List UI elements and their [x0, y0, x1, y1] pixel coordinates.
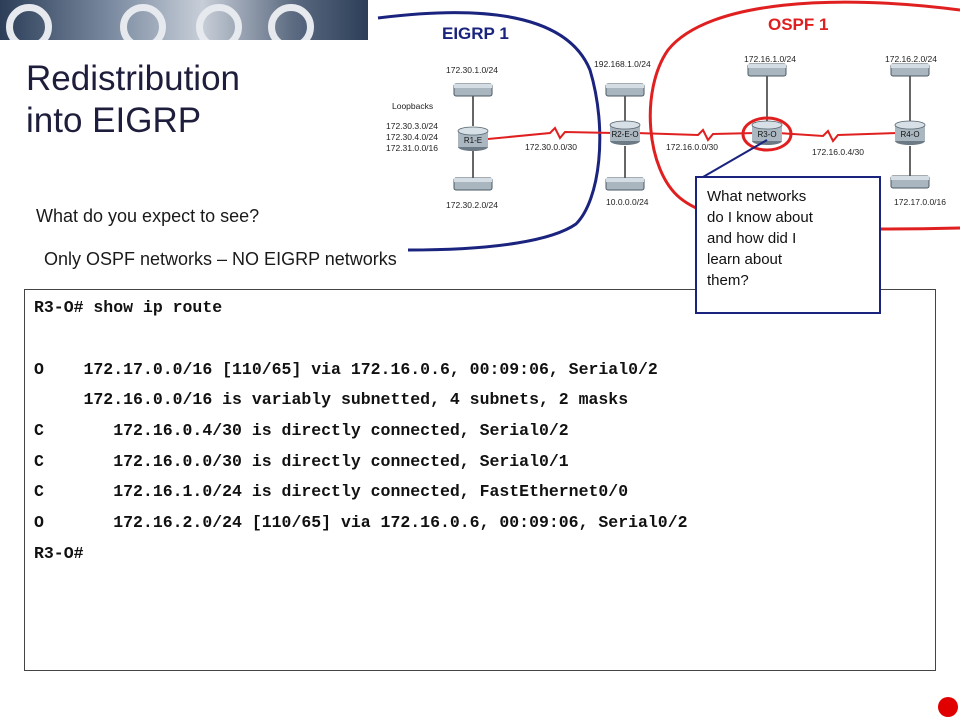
terminal-line: R3-O# show ip route	[34, 298, 223, 317]
logo-ring	[120, 4, 166, 40]
logo-ring	[6, 4, 52, 40]
network-label: 172.30.2.0/24	[446, 200, 498, 210]
switch-icon	[890, 175, 930, 189]
slide-nav-dot[interactable]	[938, 697, 958, 717]
router-r4-icon: R4-O	[894, 120, 926, 145]
router-label: R3-O	[757, 130, 776, 139]
eigrp-domain-boundary	[377, 11, 602, 252]
network-label: 192.168.1.0/24	[594, 59, 651, 69]
terminal-line: C 172.16.1.0/24 is directly connected, F…	[34, 482, 629, 501]
network-label: 172.30.0.0/30	[525, 142, 577, 152]
terminal-line: C 172.16.0.0/30 is directly connected, S…	[34, 452, 569, 471]
network-diagram: EIGRP 1 OSPF 1 R1-E R2-E-O R3-O	[377, 0, 960, 252]
terminal-line: O 172.17.0.0/16 [110/65] via 172.16.0.6,…	[34, 360, 658, 379]
network-label: 10.0.0.0/24	[606, 197, 649, 207]
ospf-domain-label: OSPF 1	[768, 15, 828, 34]
callout-line: and how did I	[707, 230, 797, 247]
terminal-line: O 172.16.2.0/24 [110/65] via 172.16.0.6,…	[34, 513, 688, 532]
switch-icon	[453, 83, 493, 97]
callout-line: them?	[707, 272, 749, 289]
loopback-network: 172.31.0.0/16	[386, 143, 438, 153]
terminal-line: 172.16.0.0/16 is variably subnetted, 4 s…	[34, 390, 629, 409]
switch-icon	[605, 177, 645, 191]
router-r2-icon: R2-E-O	[609, 120, 641, 145]
slide-title: Redistribution into EIGRP	[26, 58, 240, 142]
loopbacks-title: Loopbacks	[392, 101, 433, 111]
switch-icon	[605, 83, 645, 97]
network-label: 172.16.1.0/24	[744, 54, 796, 64]
callout-pointer	[702, 139, 768, 178]
logo-banner	[0, 0, 368, 40]
logo-ring	[268, 4, 314, 40]
router-label: R1-E	[464, 136, 482, 145]
serial-link-r1-r2	[487, 126, 615, 140]
callout-line: What networks	[707, 188, 807, 205]
router-label: R4-O	[900, 130, 919, 139]
callout-box: What networks do I know about and how di…	[695, 176, 881, 314]
network-label: 172.16.0.4/30	[812, 147, 864, 157]
callout-line: learn about	[707, 251, 783, 268]
r3-highlight-circle	[741, 116, 793, 152]
serial-link-r2-r3	[635, 128, 757, 142]
network-label: 172.16.2.0/24	[885, 54, 937, 64]
router-r1-icon: R1-E	[457, 126, 489, 151]
terminal-line: C 172.16.0.4/30 is directly connected, S…	[34, 421, 569, 440]
logo-ring	[196, 4, 242, 40]
callout-line: do I know about	[707, 209, 813, 226]
switch-icon	[453, 177, 493, 191]
terminal-line: R3-O#	[34, 544, 84, 563]
switch-icon	[890, 63, 930, 77]
router-r3-icon: R3-O	[751, 120, 783, 145]
answer-text: Only OSPF networks – NO EIGRP networks	[44, 249, 397, 269]
question-text: What do you expect to see?	[36, 206, 260, 226]
switch-icon	[747, 63, 787, 77]
network-label: 172.17.0.0/16	[894, 197, 946, 207]
title-line-2: into EIGRP	[26, 101, 202, 140]
network-label: 172.30.1.0/24	[446, 65, 498, 75]
eigrp-domain-label: EIGRP 1	[442, 24, 509, 43]
serial-link-r3-r4	[777, 129, 899, 143]
router-label: R2-E-O	[611, 130, 638, 139]
title-line-1: Redistribution	[26, 59, 240, 98]
terminal-output: R3-O# show ip route O 172.17.0.0/16 [110…	[24, 289, 936, 671]
loopback-network: 172.30.3.0/24	[386, 121, 438, 131]
loopback-network: 172.30.4.0/24	[386, 132, 438, 142]
network-label: 172.16.0.0/30	[666, 142, 718, 152]
